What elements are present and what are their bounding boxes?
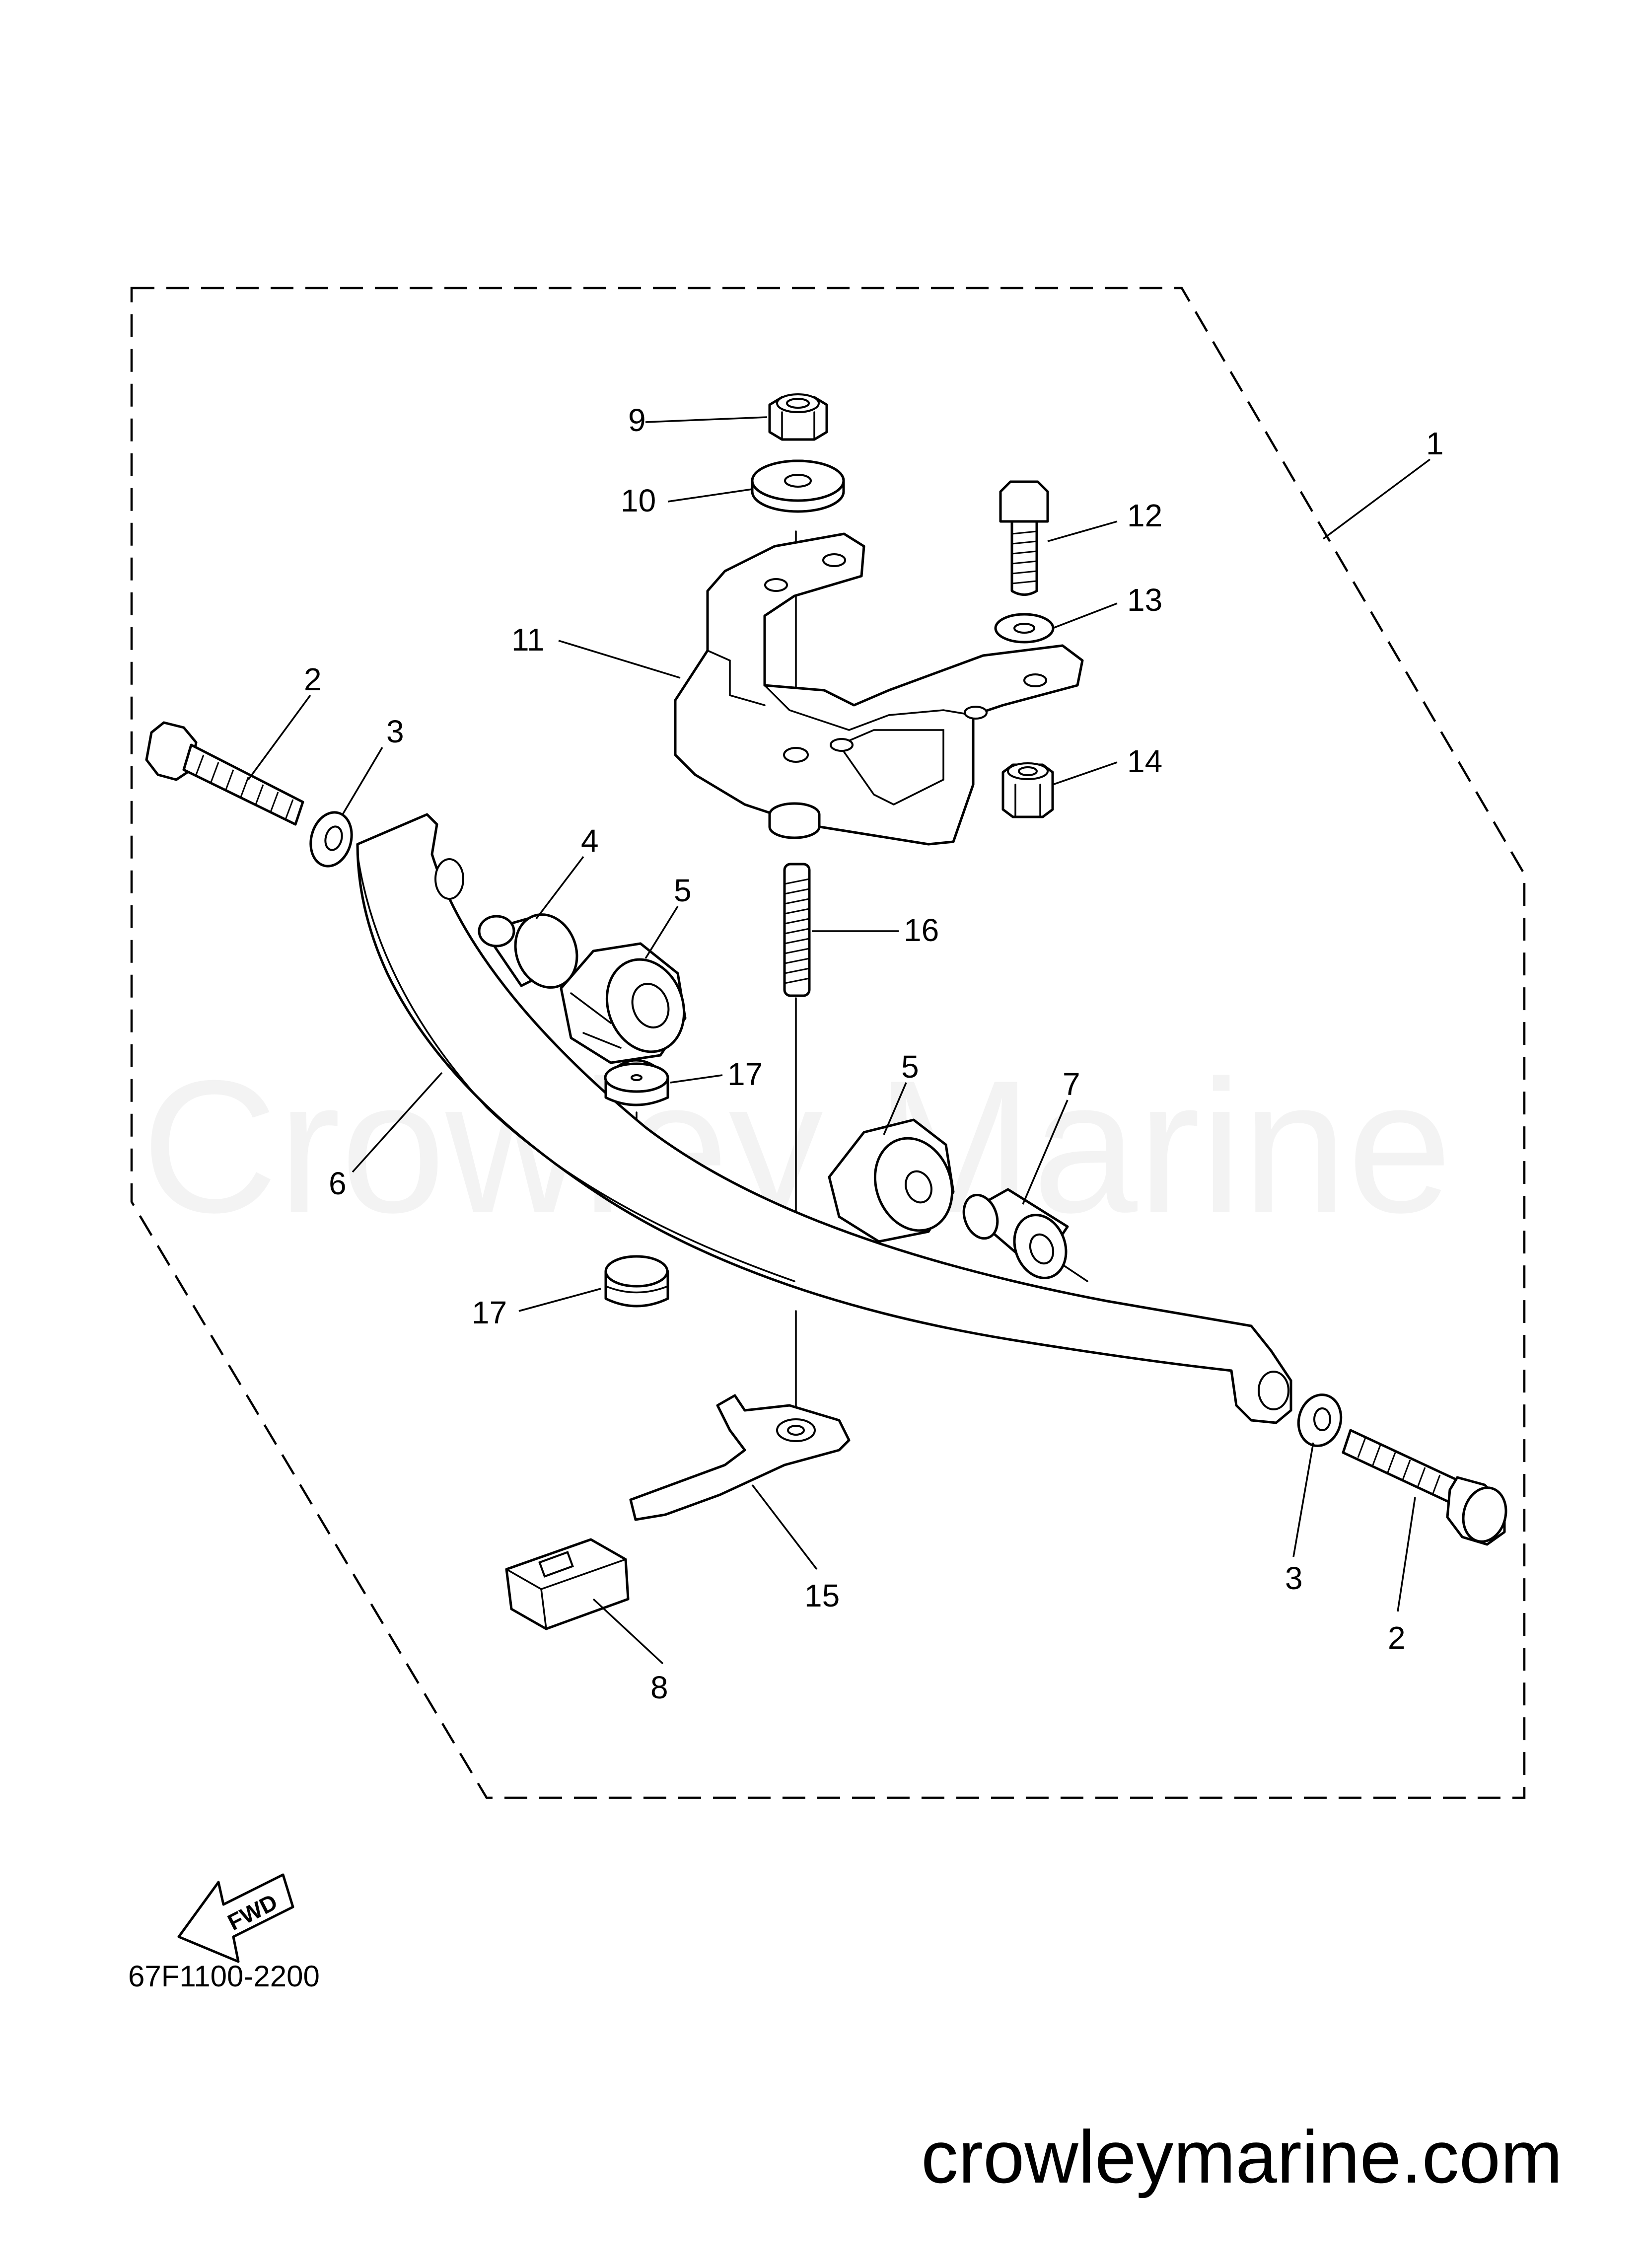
bolt-2-left [145, 721, 304, 826]
plate-15 [629, 1394, 851, 1521]
callouts: 1 2 3 4 5 6 9 10 11 12 13 14 16 17 5 7 1… [304, 402, 1444, 1705]
callout-14: 14 [1127, 743, 1162, 779]
callout-6: 6 [329, 1166, 347, 1201]
callout-10: 10 [621, 483, 656, 518]
collar-7 [962, 1188, 1069, 1279]
nut-14 [1001, 762, 1054, 818]
washer-10 [751, 459, 845, 513]
washer-3-right [1297, 1393, 1343, 1447]
assembly-boundary [130, 287, 1526, 1799]
callout-1: 1 [1426, 426, 1444, 461]
callout-16: 16 [904, 912, 939, 948]
callout-5-left: 5 [674, 873, 692, 908]
bolt-2-right [1342, 1429, 1507, 1546]
grommet-17-upper [604, 1059, 669, 1106]
callout-15: 15 [804, 1578, 840, 1613]
arm-6 [356, 813, 1292, 1424]
callout-5-right: 5 [901, 1049, 919, 1085]
callout-3-left: 3 [386, 714, 404, 749]
bushing-5-left [560, 942, 687, 1064]
website-label: crowleymarine.com [921, 2115, 1563, 2198]
nut-9 [768, 393, 828, 441]
washer-13 [994, 613, 1055, 644]
cap-8 [505, 1538, 630, 1630]
callout-12: 12 [1127, 498, 1162, 533]
callout-3-right: 3 [1285, 1560, 1303, 1596]
fwd-arrow-icon: FWD [177, 1873, 294, 1963]
callout-13: 13 [1127, 582, 1162, 618]
bracket-11 [674, 532, 1084, 846]
callout-2-right: 2 [1388, 1620, 1406, 1656]
grommet-17-lower [604, 1255, 669, 1308]
callout-4: 4 [581, 823, 599, 859]
washer-3-left [309, 811, 353, 868]
callout-17-upper: 17 [727, 1056, 763, 1092]
callout-7: 7 [1063, 1066, 1080, 1102]
stud-16 [783, 863, 811, 997]
leader-lines [247, 416, 1431, 1665]
bolt-12 [999, 480, 1049, 596]
part-code: 67F1100-2200 [128, 1960, 320, 1993]
callout-9: 9 [628, 402, 646, 438]
bushing-5-right [828, 1118, 955, 1243]
callout-11: 11 [511, 622, 544, 658]
callout-8: 8 [650, 1670, 668, 1705]
callout-2-left: 2 [304, 661, 322, 697]
collar-4 [478, 913, 578, 989]
callout-17-lower: 17 [472, 1295, 507, 1330]
